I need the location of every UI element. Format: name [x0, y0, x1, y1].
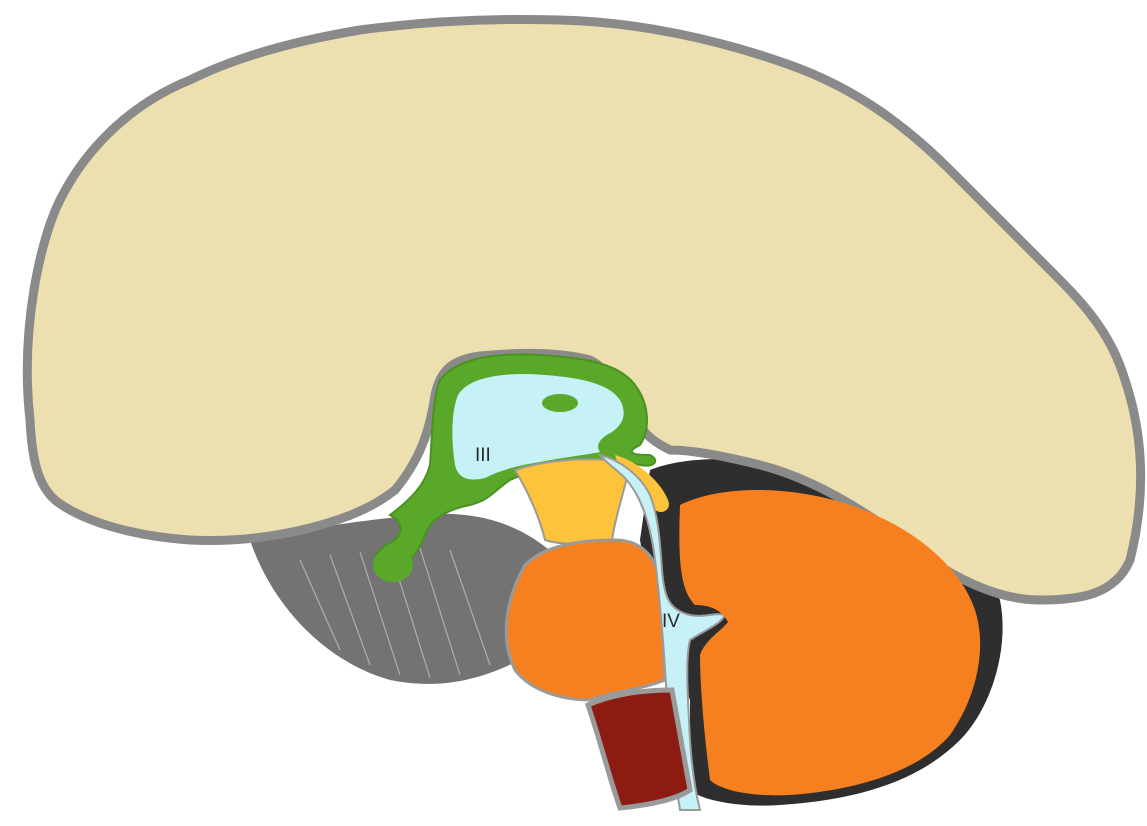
midbrain [515, 459, 627, 543]
interthalamic-adhesion [542, 394, 578, 412]
medulla [588, 690, 690, 808]
third-ventricle-label: III [475, 445, 491, 466]
pons [506, 540, 665, 700]
fourth-ventricle-label: IV [662, 611, 680, 632]
optic-chiasm [373, 548, 413, 582]
